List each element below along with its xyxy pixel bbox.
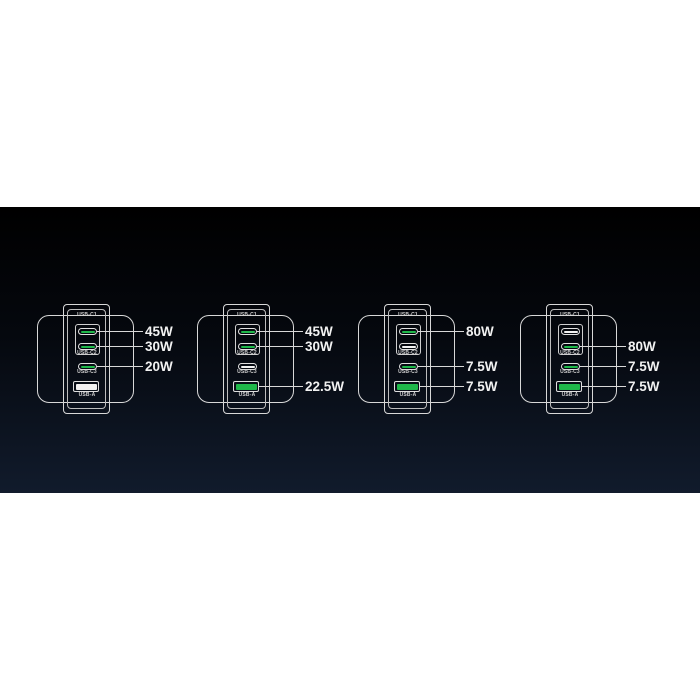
usb-c-port	[561, 328, 580, 335]
usb-a-port	[394, 381, 420, 392]
port-label: USB-C1	[77, 312, 97, 318]
leader-line	[580, 345, 626, 348]
wattage-label: 7.5W	[628, 378, 660, 394]
usb-c-port	[78, 328, 97, 335]
wattage-label: 80W	[466, 323, 494, 339]
usb-c-port	[399, 363, 418, 370]
wattage-label: 30W	[145, 338, 173, 354]
dark-banner	[0, 207, 700, 493]
port-fill	[80, 365, 95, 368]
port-label: USB-A	[561, 392, 579, 398]
port-fill	[80, 330, 95, 333]
charger-body	[520, 315, 617, 403]
wattage-label: 30W	[305, 338, 333, 354]
port-fill	[558, 383, 580, 390]
usb-a-port	[73, 381, 99, 392]
wattage-label: 20W	[145, 358, 173, 374]
port-label: USB-C3	[560, 369, 580, 375]
charger-config: USB-C1 45W USB-C2 30W USB-C3 20W USB-A	[30, 295, 191, 420]
leader-line	[97, 345, 143, 348]
charger-plug-outline	[546, 304, 593, 414]
port-label: USB-C2	[237, 350, 257, 356]
usb-c-port	[78, 363, 97, 370]
charger-body	[37, 315, 134, 403]
port-label: USB-C2	[77, 350, 97, 356]
port-label: USB-A	[399, 392, 417, 398]
port-fill	[75, 383, 97, 390]
port-label: USB-C3	[77, 369, 97, 375]
port-label: USB-C3	[398, 369, 418, 375]
usb-c1-c2-bracket	[558, 324, 583, 355]
charger-plug-outline	[384, 304, 431, 414]
leader-line	[97, 330, 143, 333]
leader-line	[97, 365, 143, 368]
wattage-label: 7.5W	[466, 378, 498, 394]
port-label: USB-C2	[398, 350, 418, 356]
leader-line	[580, 365, 626, 368]
leader-line	[257, 330, 303, 333]
port-label: USB-C3	[237, 369, 257, 375]
port-fill	[401, 365, 416, 368]
usb-c-port	[561, 363, 580, 370]
charger-plug-outline	[63, 304, 110, 414]
charger-plug-inner	[388, 309, 427, 409]
charger-body	[358, 315, 455, 403]
usb-c1-c2-bracket	[396, 324, 421, 355]
port-fill	[563, 365, 578, 368]
usb-c-port	[78, 343, 97, 350]
usb-a-port	[556, 381, 582, 392]
usb-c-port	[238, 328, 257, 335]
port-fill	[240, 365, 255, 368]
port-fill	[235, 383, 257, 390]
port-fill	[401, 330, 416, 333]
usb-c-port	[399, 343, 418, 350]
wattage-label: 45W	[305, 323, 333, 339]
charger-plug-inner	[67, 309, 106, 409]
wattage-label: 45W	[145, 323, 173, 339]
wattage-label: 7.5W	[466, 358, 498, 374]
usb-c1-c2-bracket	[235, 324, 260, 355]
usb-c-port	[561, 343, 580, 350]
usb-c-port	[399, 328, 418, 335]
leader-line	[257, 345, 303, 348]
usb-c1-c2-bracket	[75, 324, 100, 355]
port-label: USB-C2	[560, 350, 580, 356]
leader-line	[418, 365, 464, 368]
leader-line	[259, 385, 303, 388]
charger-plug-inner	[550, 309, 589, 409]
leader-line	[418, 330, 464, 333]
port-label: USB-C1	[398, 312, 418, 318]
port-label: USB-A	[238, 392, 256, 398]
usb-a-port	[233, 381, 259, 392]
port-label: USB-A	[78, 392, 96, 398]
usb-c-port	[238, 343, 257, 350]
port-fill	[401, 345, 416, 348]
port-label: USB-C1	[560, 312, 580, 318]
port-fill	[240, 345, 255, 348]
wattage-label: 7.5W	[628, 358, 660, 374]
charger-plug-inner	[227, 309, 266, 409]
port-fill	[80, 345, 95, 348]
charger-body	[197, 315, 294, 403]
port-fill	[563, 345, 578, 348]
port-fill	[396, 383, 418, 390]
wattage-label: 80W	[628, 338, 656, 354]
port-fill	[563, 330, 578, 333]
port-label: USB-C1	[237, 312, 257, 318]
leader-line	[582, 385, 626, 388]
wattage-label: 22.5W	[305, 378, 345, 394]
leader-line	[420, 385, 464, 388]
charger-plug-outline	[223, 304, 270, 414]
port-fill	[240, 330, 255, 333]
usb-c-port	[238, 363, 257, 370]
